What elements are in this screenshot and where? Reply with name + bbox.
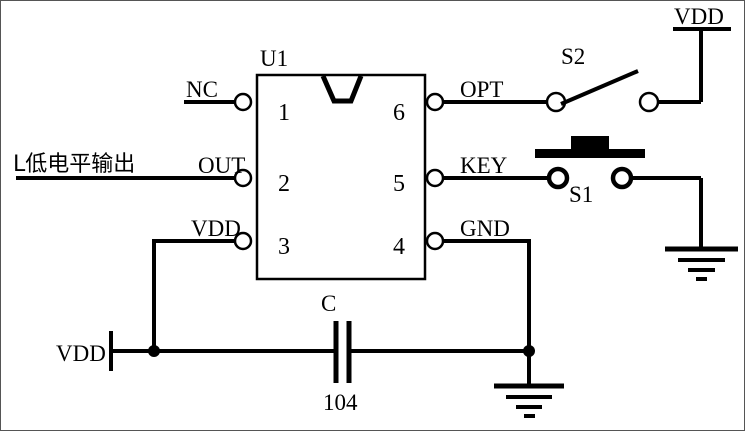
terminal-s1-left[interactable]	[546, 166, 570, 190]
label-vdd-rail-top-right: VDD	[674, 4, 724, 29]
label-pin-number-4: 4	[393, 234, 405, 260]
label-pin-number-5: 5	[393, 171, 405, 197]
ic-body-u1	[255, 73, 427, 281]
ground-symbol-right	[665, 246, 738, 281]
terminal-pin2[interactable]	[233, 168, 253, 188]
label-switch-s1-refdes: S1	[569, 182, 593, 207]
label-pin-number-2: 2	[278, 171, 290, 197]
terminal-pin4[interactable]	[425, 231, 445, 251]
label-ic-refdes: U1	[260, 46, 288, 71]
terminal-s2-right[interactable]	[638, 91, 660, 113]
terminal-pin3[interactable]	[233, 231, 253, 251]
ground-symbol-bottom	[494, 383, 564, 418]
label-net-key: KEY	[460, 153, 508, 178]
label-pin-number-1: 1	[278, 100, 290, 126]
label-capacitor-refdes: C	[321, 291, 336, 316]
label-pin-number-6: 6	[393, 100, 405, 126]
label-pin-number-3: 3	[278, 234, 290, 260]
label-net-gnd: GND	[460, 216, 510, 241]
switch-s2-blade[interactable]	[560, 69, 639, 106]
switch-s1-plunger-icon[interactable]	[571, 136, 609, 151]
label-net-opt: OPT	[460, 77, 503, 102]
terminal-pin1[interactable]	[233, 92, 253, 112]
label-net-nc: NC	[186, 77, 218, 102]
terminal-pin5[interactable]	[425, 168, 445, 188]
terminal-pin6[interactable]	[425, 92, 445, 112]
label-capacitor-value: 104	[323, 390, 358, 415]
label-switch-s2-refdes: S2	[561, 44, 585, 69]
label-output-note: L低电平输出	[13, 152, 135, 177]
switch-s1-contact-bar[interactable]	[535, 149, 645, 158]
label-net-vdd-pin3: VDD	[191, 216, 241, 241]
junction-dot-vdd	[148, 345, 160, 357]
label-vdd-rail-left: VDD	[56, 341, 106, 366]
label-net-out: OUT	[198, 153, 245, 178]
terminal-s1-right[interactable]	[610, 166, 634, 190]
ic-notch-icon	[320, 74, 364, 104]
